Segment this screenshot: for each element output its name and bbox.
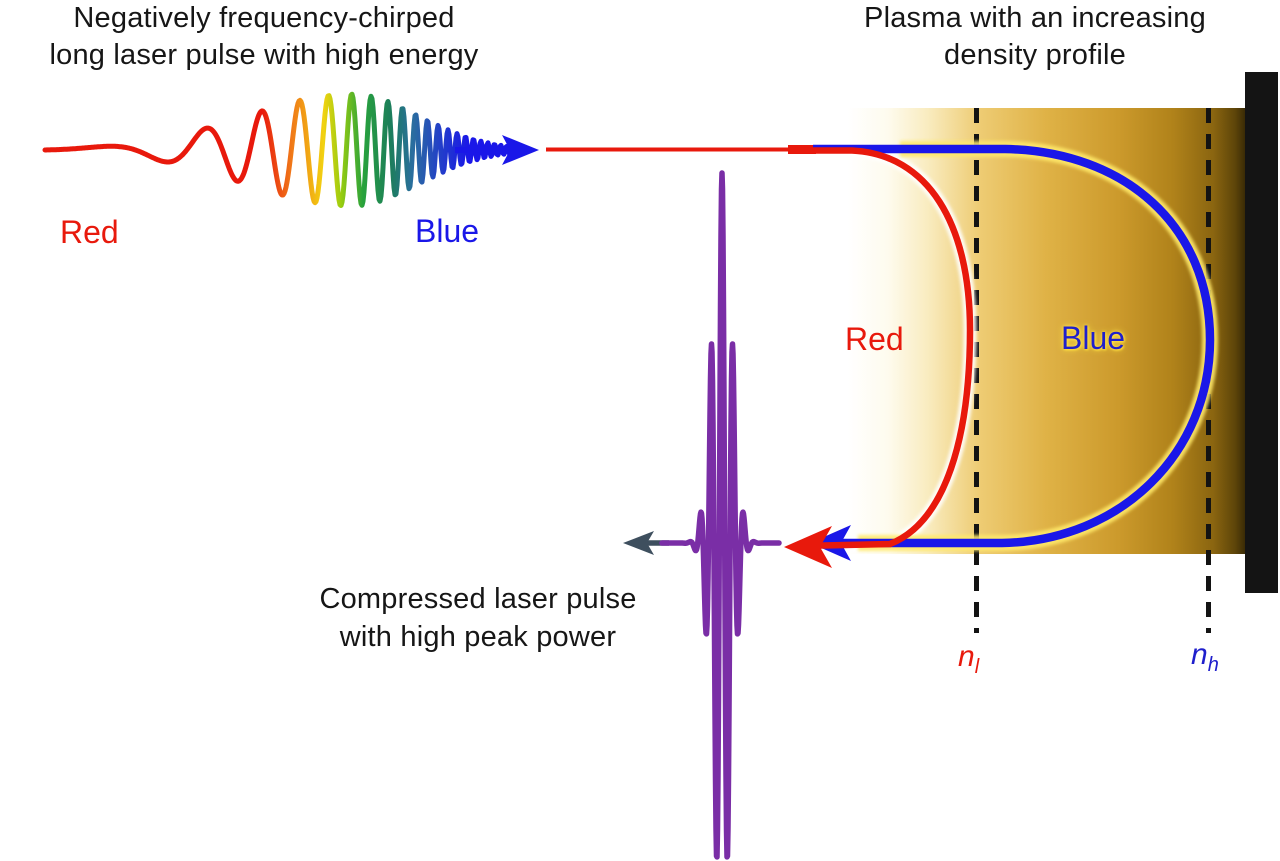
density-high-subscript: h bbox=[1207, 654, 1219, 676]
blue-beam-path bbox=[813, 144, 1215, 548]
right-arrow-icon bbox=[502, 135, 539, 165]
left-arrow-icon bbox=[623, 531, 654, 555]
caption-compressed-line2: with high peak power bbox=[339, 621, 617, 653]
plasma-region bbox=[848, 108, 1245, 554]
red-beam-path bbox=[795, 147, 974, 550]
plasma-wall bbox=[1245, 72, 1278, 593]
title-chirped-line2: long laser pulse with high energy bbox=[49, 39, 479, 71]
title-plasma-line2: density profile bbox=[944, 39, 1126, 71]
title-plasma-line1: Plasma with an increasing bbox=[864, 2, 1206, 34]
label-plasma-red: Red bbox=[845, 321, 904, 357]
label-density-low: nl bbox=[958, 640, 979, 679]
caption-compressed-line1: Compressed laser pulse bbox=[319, 583, 637, 615]
density-high-base: n bbox=[1191, 638, 1208, 671]
density-low-base: n bbox=[958, 640, 975, 673]
density-low-subscript: l bbox=[974, 656, 980, 678]
label-plasma-blue: Blue bbox=[1061, 320, 1126, 356]
label-chirp-blue: Blue bbox=[415, 213, 480, 249]
caption-compressed-pulse: Compressed laser pulse with high peak po… bbox=[228, 580, 728, 656]
label-density-high: nh bbox=[1191, 638, 1219, 677]
label-chirp-red: Red bbox=[60, 214, 119, 250]
title-chirped-line1: Negatively frequency-chirped bbox=[73, 2, 455, 34]
red-return-arrow-icon bbox=[784, 526, 832, 568]
compressed-pulse-waveform bbox=[659, 170, 782, 860]
title-plasma: Plasma with an increasing density profil… bbox=[787, 0, 1280, 74]
chirped-pulse-waveform bbox=[42, 91, 521, 208]
title-chirped-pulse: Negatively frequency-chirped long laser … bbox=[0, 0, 528, 74]
